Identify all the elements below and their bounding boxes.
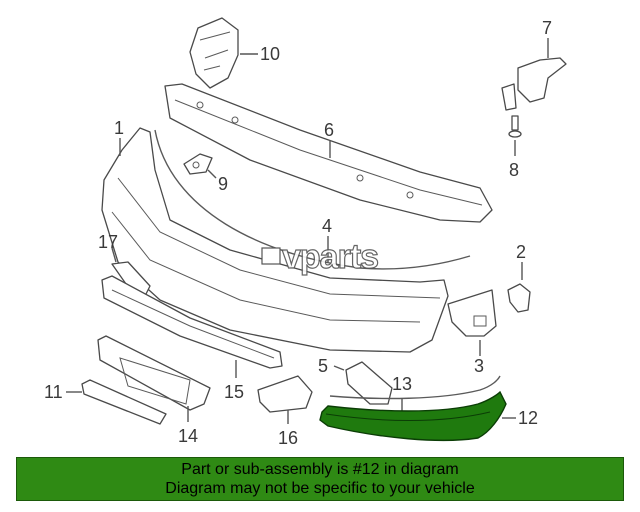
callout-16: 16: [278, 428, 298, 448]
watermark-logo: vparts: [261, 237, 380, 277]
part-9-clip: [183, 153, 213, 175]
part-1-bumper-cover: [101, 127, 449, 353]
callout-10: 10: [260, 44, 280, 64]
part-11-strip: [81, 379, 167, 425]
callout-17: 17: [98, 232, 118, 252]
part-4-molding: [154, 129, 471, 270]
callout-14: 14: [178, 426, 198, 446]
part-5-bracket: [345, 361, 393, 405]
banner-line-2: Diagram may not be specific to your vehi…: [165, 480, 475, 497]
callout-1: 1: [114, 118, 124, 138]
callout-8: 8: [509, 160, 519, 180]
part-15-grille: [101, 275, 283, 369]
part-14-lower-grille: [97, 335, 211, 411]
part-7-stud: [501, 57, 567, 111]
callout-7: 7: [542, 18, 552, 38]
part-12-highlighted-molding: [319, 390, 507, 442]
callout-3: 3: [474, 356, 484, 376]
banner-line-1: Part or sub-assembly is #12 in diagram: [181, 461, 459, 478]
callout-4: 4: [322, 216, 332, 236]
callout-11: 11: [44, 382, 63, 402]
parts-diagram: 10 6 7 8 9 1 4 2: [44, 17, 567, 448]
part-17-bracket: [111, 261, 151, 299]
callout-2: 2: [516, 242, 526, 262]
callout-12: 12: [518, 408, 538, 428]
info-banner: Part or sub-assembly is #12 in diagram D…: [16, 457, 624, 501]
part-3-bracket: [447, 289, 497, 337]
part-13-strip: [329, 375, 501, 400]
part-6-impact-bar: [164, 83, 493, 223]
watermark-text: vparts: [282, 238, 378, 276]
part-16-bracket: [257, 375, 313, 413]
callout-9: 9: [218, 174, 228, 194]
callout-6: 6: [324, 120, 334, 140]
callout-13: 13: [392, 374, 412, 394]
callout-15: 15: [224, 382, 244, 402]
part-8-bolt: [508, 115, 522, 138]
callout-5: 5: [318, 356, 328, 376]
part-10-bracket: [189, 17, 239, 89]
part-2-clip: [507, 283, 531, 313]
